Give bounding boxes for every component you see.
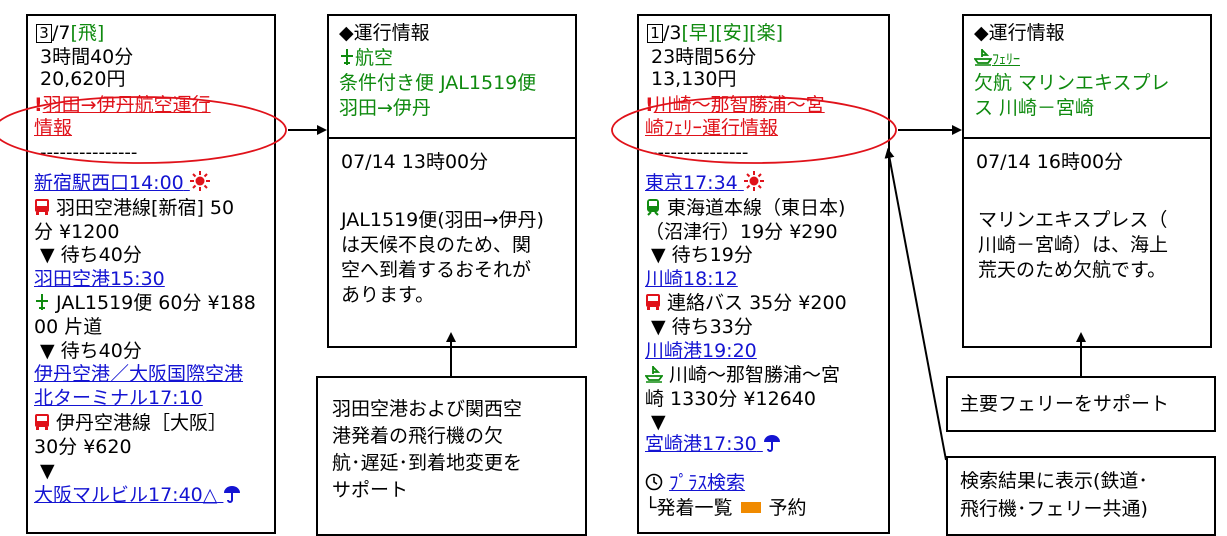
info-status: 欠航 マリンエキスプレ [974,72,1170,94]
stop-link-2[interactable]: 川崎18:12 [645,268,738,290]
page-total: /7 [52,22,71,44]
info-body-line-1: マリンエキスプレス（ [978,209,1168,231]
airplane-icon [341,49,353,65]
stop-link-4[interactable]: 宮崎港17:30 [645,433,781,456]
info-category: 航空 [339,47,393,70]
stop-link-1[interactable]: 東京17:34 [645,171,764,195]
arrow-callout-3 [884,148,947,461]
leg-2: 連絡バス 35分 ¥200 [645,292,847,315]
callout-line-1: 羽田空港および関西空 [332,398,523,420]
wait-2: ▼ 待ち33分 [651,316,753,338]
info-status: 条件付き便 JAL1519便 [339,72,537,94]
callout-line-2: 港発着の飛行機の欠 [332,425,504,447]
info-body-line-3: 荒天のため欠航です。 [978,259,1167,281]
info-datetime: 07/14 16時00分 [976,151,1124,173]
train-icon [647,199,659,216]
alert-link-line2[interactable]: 情報 [34,117,73,139]
bus-icon [35,414,49,430]
info-divider [964,137,1210,139]
sun-icon [189,171,210,191]
page-indicator: 1/3[早][安][楽] [647,22,783,45]
bus-icon [35,199,49,215]
operation-info-panel-1: ◆運行情報 航空 条件付き便 JAL1519便 羽田→伊丹 07/14 13時0… [327,14,577,348]
callout-line-4: サポート [332,479,409,501]
fare: 20,620円 [40,68,126,90]
ferry-icon [645,366,663,383]
info-datetime: 07/14 13時00分 [341,151,489,173]
callout-airline-support: 羽田空港および関西空 港発着の飛行機の欠 航･遅延･到着地変更を サポート [316,376,587,536]
reservation-icon [740,502,761,513]
callout-line-3: 航･遅延･到着地変更を [332,452,523,474]
wait-1: ▼ 待ち40分 [40,244,142,266]
alert-exclamation-icon: ! [34,94,43,116]
page-indicator: 3/7[飛] [36,22,104,45]
route-result-panel-2: 1/3[早][安][楽] 23時間56分 13,130円 !川崎～那智勝浦～宮 … [637,14,890,534]
info-header: ◆運行情報 [974,22,1065,44]
info-body-line-4: あります。 [341,284,435,306]
separator: --------------- [651,142,749,163]
umbrella-icon [224,486,241,503]
page-total: /3 [663,22,682,44]
reservation-link[interactable]: 予約 [768,497,807,519]
leg-1: 東海道本線（東日本) [645,197,845,220]
ferry-icon [974,49,992,66]
callout-ferry-support: 主要フェリーをサポート [946,376,1216,432]
info-divider [329,137,575,139]
sun-icon [743,171,764,191]
stop-link-4[interactable]: 大阪マルビル17:40△ [34,484,241,507]
leg-3: 伊丹空港線［大阪］ [34,412,227,435]
callout-search-result-display: 検索結果に表示(鉄道･ 飛行機･フェリー共通) [946,456,1216,536]
alert-link[interactable]: !川崎～那智勝浦～宮 [645,94,825,116]
info-body-line-1: JAL1519便(羽田→伊丹) [341,209,544,231]
plus-search-link[interactable]: ﾌﾟﾗｽ検索 [645,472,745,495]
duration: 23時間56分 [651,46,757,68]
callout-line-1: 検索結果に表示(鉄道･ [960,470,1148,492]
arrival-departure-list-link[interactable]: └発着一覧 [645,497,733,519]
info-body-line-3: 空へ到着するおそれが [341,259,532,281]
leg-1-line2: 分 ¥1200 [34,221,120,243]
leg-3: 川崎～那智勝浦～宮 [645,364,840,387]
stop-link-3[interactable]: 伊丹空港／大阪国際空港 [34,363,244,385]
page-number-box: 3 [36,24,52,43]
leg-3-line2: 30分 ¥620 [34,436,132,458]
info-body-line-2: 川崎－宮崎）は、海上 [978,234,1169,256]
leg-2-line2: 00 片道 [34,316,103,338]
airplane-icon [36,294,48,310]
route-tags: [早][安][楽] [681,22,783,44]
callout-line-2: 飛行機･フェリー共通) [960,498,1148,520]
page-number-box: 1 [647,24,663,43]
leg-1-line2: （沼津行）19分 ¥290 [645,221,838,243]
leg-3-line2: 崎 1330分 ¥12640 [645,388,816,410]
bus-icon [646,294,660,310]
callout-text: 主要フェリーをサポート [960,393,1170,415]
stop-link-3[interactable]: 川崎港19:20 [645,340,757,362]
route-result-panel-1: 3/7[飛] 3時間40分 20,620円 !羽田→伊丹航空運行 情報 ----… [26,14,276,534]
clock-icon [645,473,663,491]
route-tag: [飛] [70,22,105,44]
duration: 3時間40分 [40,46,134,68]
wait-2: ▼ 待ち40分 [40,340,142,362]
alert-link[interactable]: !羽田→伊丹航空運行 [34,94,211,116]
info-body-line-2: は天候不良のため、関 [341,234,532,256]
stop-link-1[interactable]: 新宿駅西口14:00 [34,171,210,195]
info-header: ◆運行情報 [339,22,430,44]
leg-2: JAL1519便 60分 ¥188 [34,292,256,315]
footer-links: └発着一覧 予約 [645,497,807,520]
alert-link-line2[interactable]: 崎ﾌｪﾘｰ運行情報 [645,117,779,139]
wait-3-arrow: ▼ [651,411,666,433]
info-status-line2: ス 川崎－宮崎 [974,97,1095,119]
wait-1: ▼ 待ち19分 [651,244,753,266]
info-category: ﾌｪﾘｰ [974,47,1020,72]
fare: 13,130円 [651,68,737,90]
alert-exclamation-icon: ! [645,94,654,116]
wait-3-arrow: ▼ [40,460,55,482]
leg-1: 羽田空港線[新宿] 50 [34,197,234,220]
stop-link-3-line2[interactable]: 北ターミナル17:10 [34,387,203,409]
info-route: 羽田→伊丹 [339,97,431,119]
separator: --------------- [40,142,138,163]
umbrella-icon [763,435,780,452]
stop-link-2[interactable]: 羽田空港15:30 [34,268,165,290]
operation-info-panel-2: ◆運行情報 ﾌｪﾘｰ 欠航 マリンエキスプレ ス 川崎－宮崎 07/14 16時… [962,14,1212,348]
